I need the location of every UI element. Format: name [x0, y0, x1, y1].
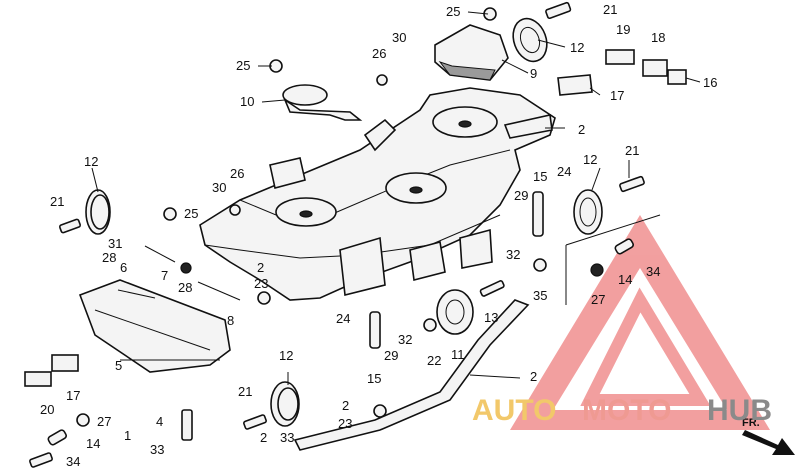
callout-19: 19	[616, 22, 630, 37]
leader-lines	[91, 11, 701, 385]
callout-12: 12	[570, 40, 584, 55]
watermark-logo-triangle	[510, 215, 770, 430]
callout-21: 21	[603, 2, 617, 17]
callout-21: 21	[50, 194, 64, 209]
callout-31: 31	[108, 236, 122, 251]
callout-14: 14	[618, 272, 632, 287]
callout-11: 11	[451, 347, 465, 362]
callout-1: 1	[124, 428, 131, 443]
mower-deck-housing	[199, 87, 556, 301]
callout-21: 21	[238, 384, 252, 399]
roller-part	[436, 289, 474, 335]
side-rail-part	[293, 299, 530, 451]
callout-17: 17	[610, 88, 624, 103]
wheel-part-top-right	[512, 17, 548, 63]
callout-6: 6	[120, 260, 127, 275]
callout-5: 5	[115, 358, 122, 373]
callout-34: 34	[66, 454, 80, 469]
callout-21: 21	[625, 143, 639, 158]
callout-15: 15	[367, 371, 381, 386]
watermark-text-moto: MOTO	[582, 394, 671, 427]
callout-8: 8	[227, 313, 234, 328]
callout-33: 33	[150, 442, 164, 457]
callout-2: 2	[578, 122, 585, 137]
callout-23: 23	[254, 276, 268, 291]
callout-30: 30	[392, 30, 406, 45]
callout-28: 28	[102, 250, 116, 265]
watermark-text-hub: HUB	[707, 394, 772, 427]
direction-label: FR.	[742, 417, 760, 429]
callout-32: 32	[506, 247, 520, 262]
callout-29: 29	[384, 348, 398, 363]
wheel-part-right	[573, 189, 603, 235]
watermark-text: AUTO MOTO HUB	[472, 394, 772, 427]
callout-27: 27	[97, 414, 111, 429]
discharge-chute-part	[78, 279, 231, 373]
callout-2: 2	[260, 430, 267, 445]
callout-22: 22	[427, 353, 441, 368]
callout-24: 24	[557, 164, 571, 179]
callout-20: 20	[40, 402, 54, 417]
callout-15: 15	[533, 169, 547, 184]
callout-2: 2	[342, 398, 349, 413]
callout-25: 25	[184, 206, 198, 221]
callout-12: 12	[279, 348, 293, 363]
wheel-part-bottom	[270, 381, 300, 427]
callout-18: 18	[651, 30, 665, 45]
callout-9: 9	[530, 66, 537, 81]
decal-parts	[24, 49, 687, 387]
callout-14: 14	[86, 436, 100, 451]
callout-12: 12	[84, 154, 98, 169]
callout-12: 12	[583, 152, 597, 167]
hardware-bolts-and-nuts	[29, 1, 645, 468]
belt-guide-bracket-part	[282, 84, 363, 121]
callout-28: 28	[178, 280, 192, 295]
callout-13: 13	[484, 310, 498, 325]
callout-23: 23	[338, 416, 352, 431]
callout-17: 17	[66, 388, 80, 403]
callout-34: 34	[646, 264, 660, 279]
callout-25: 25	[446, 4, 460, 19]
callout-26: 26	[230, 166, 244, 181]
callout-29: 29	[514, 188, 528, 203]
callout-10: 10	[240, 94, 254, 109]
callout-26: 26	[372, 46, 386, 61]
callout-35: 35	[533, 288, 547, 303]
callout-32: 32	[398, 332, 412, 347]
callout-7: 7	[161, 268, 168, 283]
wheel-part-left	[85, 189, 111, 235]
part-callout-numbers: 25 21 30 26 12 19 18 25 9 16 17 10 2 12 …	[40, 2, 717, 469]
callout-27: 27	[591, 292, 605, 307]
callout-25: 25	[236, 58, 250, 73]
callout-2: 2	[530, 369, 537, 384]
front-direction-arrow: FR.	[742, 417, 795, 455]
pulley-cover-part	[434, 24, 509, 81]
watermark-text-auto: AUTO	[472, 394, 556, 427]
callout-2: 2	[257, 260, 264, 275]
callout-30: 30	[212, 180, 226, 195]
callout-16: 16	[703, 75, 717, 90]
callout-4: 4	[156, 414, 163, 429]
callout-24: 24	[336, 311, 350, 326]
callout-33: 33	[280, 430, 294, 445]
